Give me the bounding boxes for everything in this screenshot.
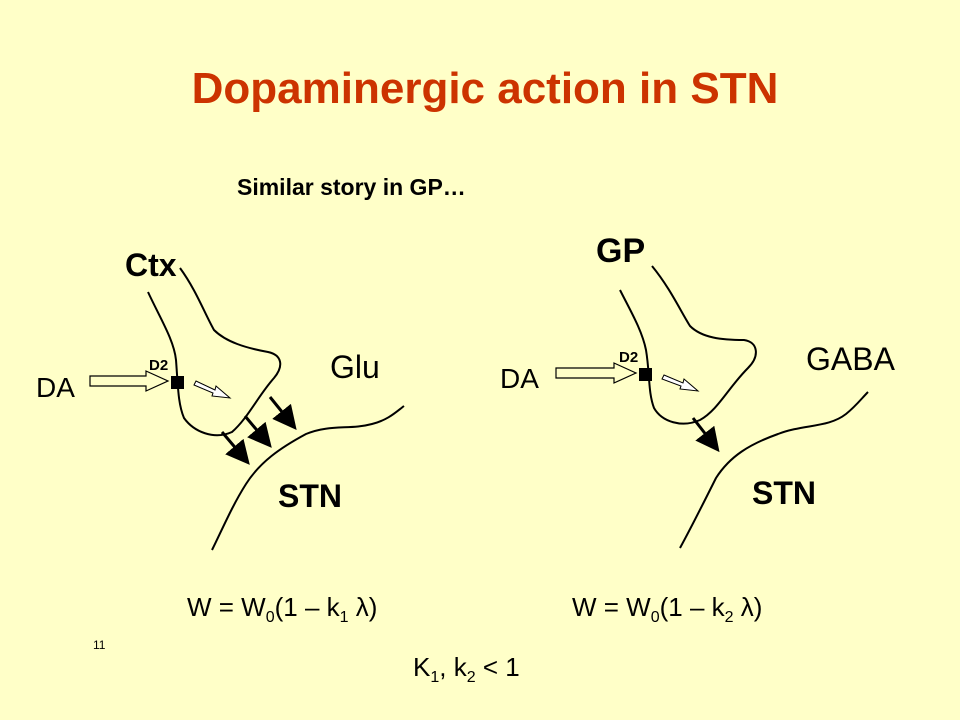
left-d2-receptor	[171, 376, 184, 389]
slide-title: Dopaminergic action in STN	[191, 64, 779, 113]
constraint-equation: K1, k2 < 1	[413, 652, 520, 687]
right-source-label: GP	[596, 232, 645, 270]
left-receptor-label: D2	[149, 357, 168, 374]
page-number: 11	[93, 638, 106, 652]
left-source-label: Ctx	[125, 247, 177, 283]
right-transmitter-label: GABA	[806, 341, 896, 377]
left-release-arrow-2	[243, 415, 272, 448]
left-input-label: DA	[36, 372, 75, 403]
left-equation: W = W0(1 – k1 λ)	[187, 592, 378, 627]
left-inner-arrow	[193, 380, 232, 399]
left-release-arrow-1	[220, 431, 250, 465]
right-da-arrow	[555, 362, 638, 384]
right-target-label: STN	[752, 475, 816, 511]
right-input-label: DA	[500, 363, 539, 394]
right-postsynaptic-membrane	[679, 391, 869, 549]
left-postsynaptic-membrane	[211, 405, 405, 551]
right-receptor-label: D2	[619, 349, 638, 366]
left-release-arrow-3	[268, 396, 297, 431]
left-presynaptic-terminal	[147, 267, 282, 437]
right-equation: W = W0(1 – k2 λ)	[572, 592, 763, 627]
right-release-arrow	[691, 417, 720, 453]
left-synapse: Ctx DA D2 Glu STN	[36, 247, 405, 551]
left-transmitter-label: Glu	[330, 349, 380, 385]
right-synapse: GP DA D2 GABA STN	[500, 232, 896, 549]
right-d2-receptor	[639, 368, 652, 381]
left-da-arrow	[89, 370, 170, 392]
slide-subtitle: Similar story in GP…	[237, 174, 466, 200]
left-target-label: STN	[278, 478, 342, 514]
right-inner-arrow	[661, 374, 700, 392]
right-presynaptic-terminal	[619, 265, 757, 425]
